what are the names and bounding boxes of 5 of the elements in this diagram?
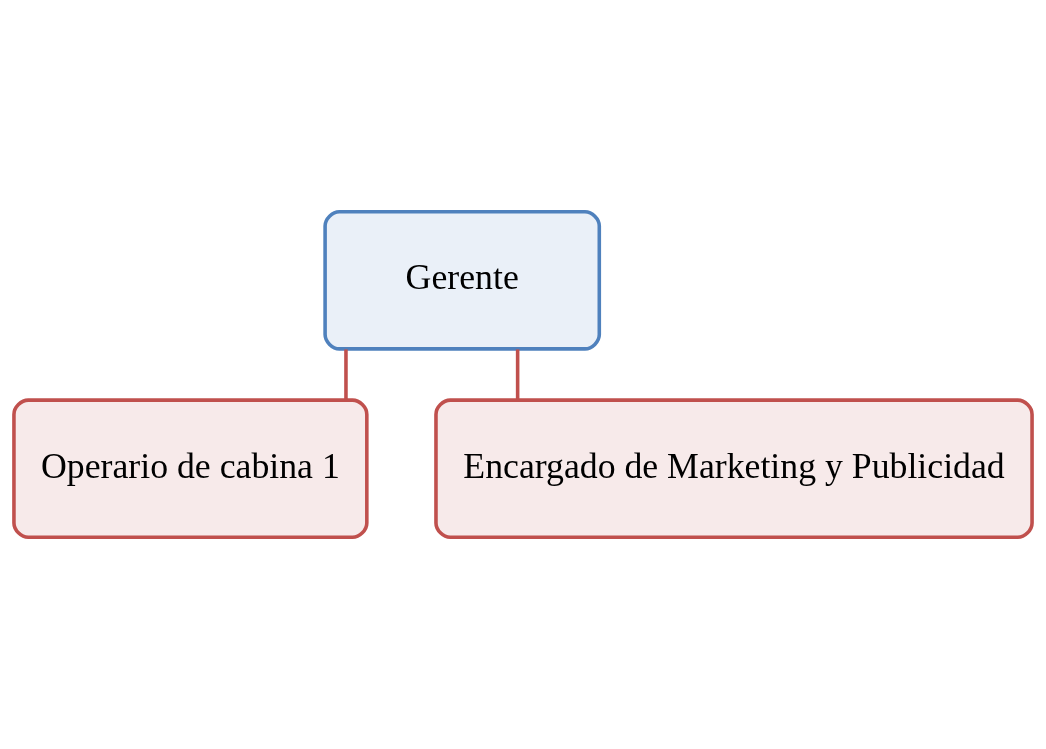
node-box: Operario de cabina 1 (12, 398, 369, 539)
node-box: Encargado de Marketing y Publicidad (434, 398, 1034, 539)
connector (344, 349, 348, 400)
node-box: Gerente (323, 210, 602, 351)
connector (515, 349, 520, 400)
